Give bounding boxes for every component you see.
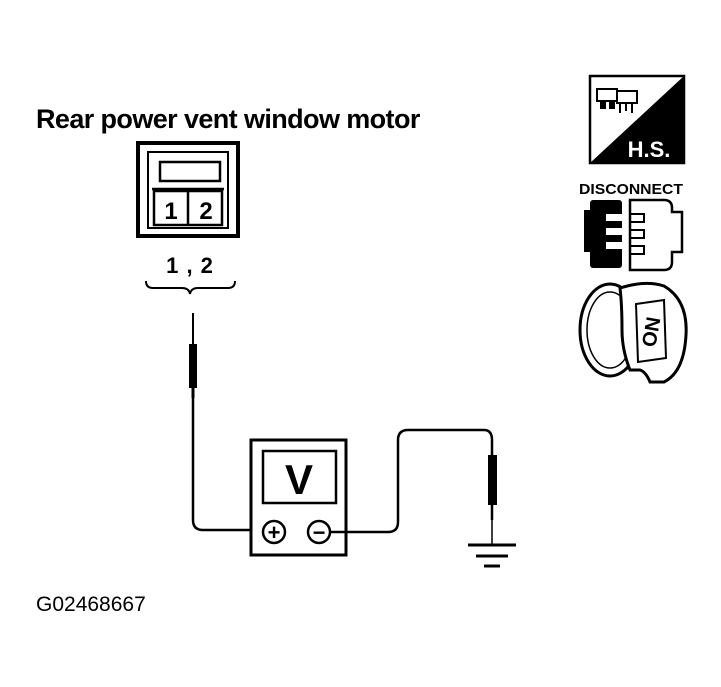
title: Rear power vent window motor bbox=[36, 104, 420, 134]
negative-lead bbox=[330, 428, 494, 534]
negative-probe bbox=[488, 455, 497, 544]
meter-mode-label: V bbox=[285, 456, 313, 503]
connector-pin-2: 2 bbox=[199, 198, 212, 225]
disconnect-icon bbox=[584, 198, 684, 272]
terminal-brace bbox=[145, 280, 236, 295]
terminal-label: 1 , 2 bbox=[166, 253, 214, 278]
disconnect-label: DISCONNECT bbox=[579, 181, 683, 198]
positive-probe bbox=[189, 313, 197, 398]
positive-lead bbox=[191, 398, 262, 532]
figure-id: G02468667 bbox=[36, 593, 146, 616]
voltmeter: V + − bbox=[249, 438, 348, 557]
ignition-on-label: ON bbox=[639, 315, 666, 348]
positive-symbol: + bbox=[268, 520, 281, 545]
harness-side-label: H.S. bbox=[628, 137, 671, 162]
ignition-key-icon: ON bbox=[578, 281, 688, 384]
connector: 1 2 bbox=[136, 141, 240, 238]
negative-symbol: − bbox=[313, 520, 326, 545]
positive-terminal bbox=[261, 519, 287, 545]
ground-icon bbox=[468, 543, 516, 568]
connector-pin-1: 1 bbox=[164, 198, 177, 225]
harness-side-icon: H.S. bbox=[588, 74, 686, 165]
